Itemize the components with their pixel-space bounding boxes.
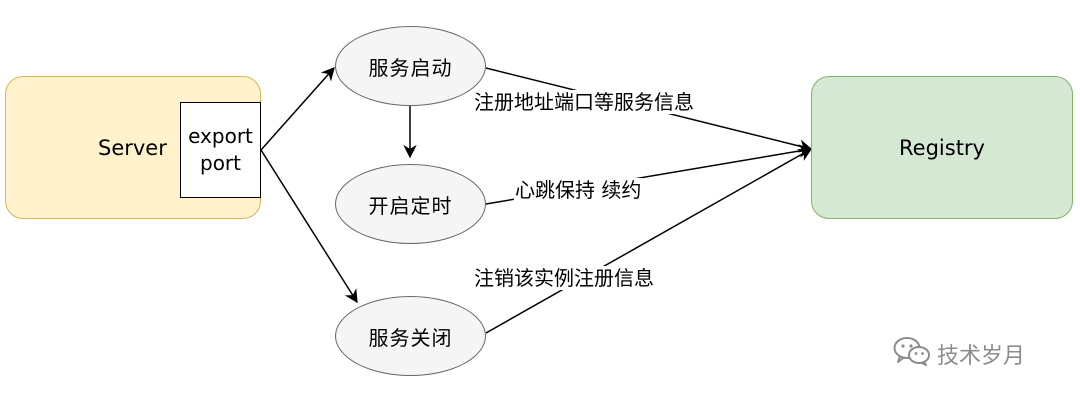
- start-timer-node: 开启定时: [335, 164, 486, 244]
- watermark-text: 技术岁月: [937, 344, 1026, 369]
- service-close-label: 服务关闭: [368, 325, 453, 350]
- export-port-node: export port: [180, 102, 261, 198]
- server-label: Server: [98, 135, 167, 160]
- service-close-node: 服务关闭: [335, 296, 486, 376]
- registry-node: Registry: [811, 76, 1073, 219]
- edge-label-register-info: 注册地址端口等服务信息: [473, 90, 695, 114]
- start-timer-label: 开启定时: [368, 193, 453, 218]
- service-start-label: 服务启动: [368, 55, 453, 80]
- watermark: 技术岁月: [893, 336, 1025, 372]
- edge-port-to-close: [260, 149, 358, 304]
- service-start-node: 服务启动: [335, 26, 486, 106]
- edge-label-deregister-info: 注销该实例注册信息: [473, 266, 655, 290]
- export-port-label-line1: export: [188, 124, 253, 148]
- wechat-icon: [893, 336, 931, 372]
- export-port-label-line2: port: [200, 151, 241, 175]
- edge-label-heartbeat-renew: 心跳保持 续约: [514, 178, 643, 202]
- edge-port-to-start: [260, 66, 335, 151]
- registry-label: Registry: [899, 135, 985, 160]
- edge-close-to-registry: [485, 148, 813, 334]
